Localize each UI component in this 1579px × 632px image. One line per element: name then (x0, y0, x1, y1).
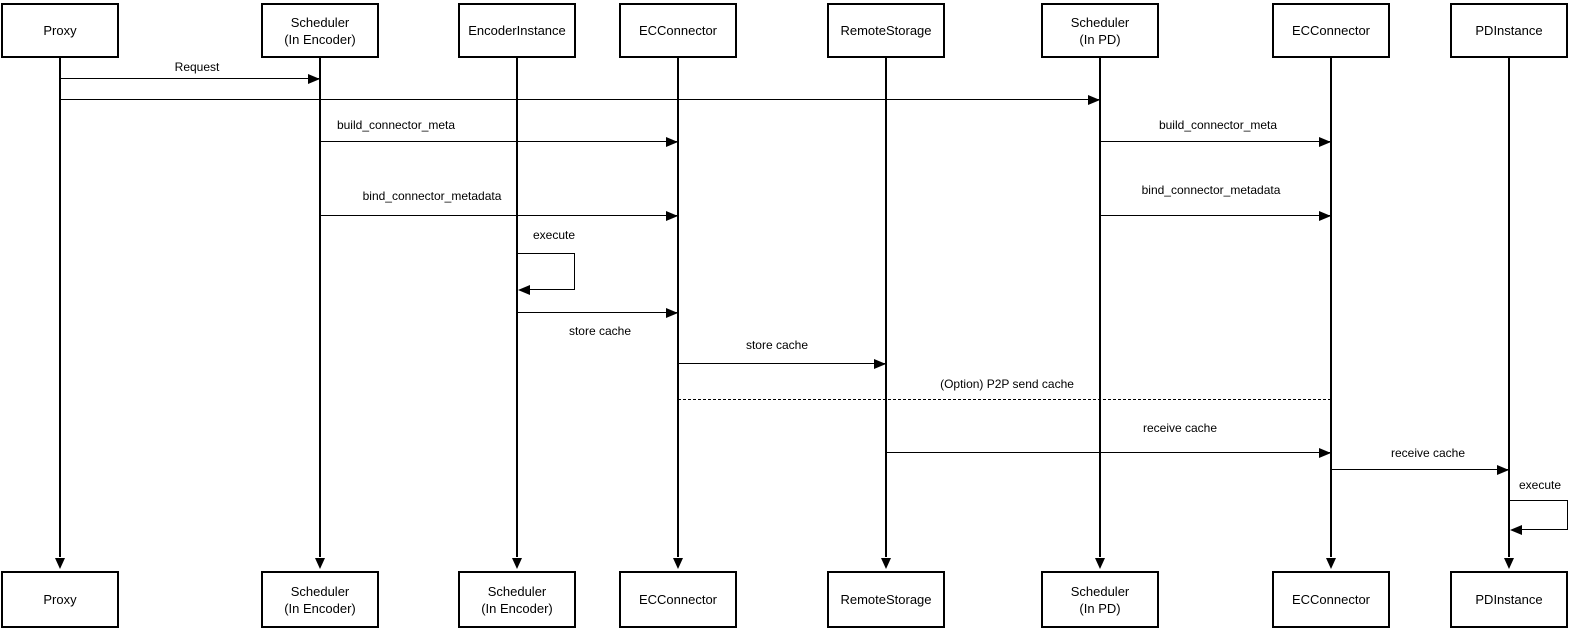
lifeline-scheduler-in-encoder (319, 58, 321, 557)
actor-label-line: (In Encoder) (481, 600, 553, 616)
message-label: bind_connector_metadata (1139, 183, 1283, 197)
actor-top-box-proxy: Proxy (1, 3, 119, 58)
actor-bottom-box-pd-instance: PDInstance (1450, 571, 1568, 628)
actor-label-line: Scheduler (290, 583, 350, 599)
self-message-bottom-line (527, 289, 575, 291)
actor-label-line: (In PD) (1079, 600, 1121, 616)
actor-bottom-box-remote-storage: RemoteStorage (827, 571, 945, 628)
message-label: bind_connector_metadata (360, 189, 504, 203)
actor-label-line: Scheduler (290, 14, 350, 30)
lifeline-scheduler-in-pd (1099, 58, 1101, 557)
self-message-right-line (1566, 500, 1568, 530)
self-message-arrowhead (1510, 524, 1522, 535)
actor-label-line: ECConnector (1291, 23, 1371, 38)
actor-top-box-ec-connector-encoder: ECConnector (619, 3, 737, 58)
lifeline-end-arrow-scheduler-in-encoder (314, 558, 325, 569)
self-message-top-line (517, 253, 575, 255)
actor-top-box-scheduler-in-pd: Scheduler(In PD) (1041, 3, 1159, 58)
actor-bottom-box-proxy: Proxy (1, 571, 119, 628)
lifeline-end-arrow-scheduler-in-pd (1094, 558, 1105, 569)
actor-top-box-scheduler-in-encoder: Scheduler(In Encoder) (261, 3, 379, 58)
message-line (886, 452, 1331, 454)
message-label: build_connector_meta (334, 118, 458, 132)
lifeline-end-arrow-pd-instance (1503, 558, 1514, 569)
actor-label-line: (In Encoder) (284, 31, 356, 47)
lifeline-encoder-instance (516, 58, 518, 557)
actor-top-box-remote-storage: RemoteStorage (827, 3, 945, 58)
lifeline-proxy (59, 58, 61, 557)
message-line (1100, 141, 1331, 143)
actor-label-line: EncoderInstance (468, 23, 566, 38)
lifeline-pd-instance (1508, 58, 1510, 557)
message-arrowhead (666, 307, 678, 318)
message-line (60, 99, 1100, 101)
actor-label-line: ECConnector (638, 23, 718, 38)
message-label: build_connector_meta (1156, 118, 1280, 132)
message-label: receive cache (1140, 421, 1220, 435)
actor-label-line: PDInstance (1475, 23, 1543, 38)
message-line (678, 399, 1331, 401)
lifeline-end-arrow-proxy (54, 558, 65, 569)
self-message-bottom-line (1519, 529, 1568, 531)
message-line (1100, 215, 1331, 217)
message-line (60, 78, 320, 80)
lifeline-end-arrow-encoder-instance (511, 558, 522, 569)
lifeline-remote-storage (885, 58, 887, 557)
actor-label-line: Proxy (43, 592, 77, 607)
message-label: receive cache (1388, 446, 1468, 460)
message-line (320, 215, 678, 217)
actor-top-box-encoder-instance: EncoderInstance (458, 3, 576, 58)
actor-bottom-box-ec-connector-pd: ECConnector (1272, 571, 1390, 628)
message-line (678, 363, 886, 365)
actor-label-line: Scheduler (1070, 14, 1130, 30)
message-arrowhead (308, 73, 320, 84)
actor-label-line: ECConnector (1291, 592, 1371, 607)
actor-bottom-box-encoder-instance: Scheduler(In Encoder) (458, 571, 576, 628)
message-line (1331, 469, 1509, 471)
message-arrowhead (874, 358, 886, 369)
actor-label-line: Scheduler (487, 583, 547, 599)
self-message-top-line (1509, 500, 1568, 502)
message-arrowhead (666, 210, 678, 221)
lifeline-end-arrow-remote-storage (880, 558, 891, 569)
self-message-arrowhead (518, 284, 530, 295)
actor-label-line: RemoteStorage (840, 592, 932, 607)
message-label: Request (172, 60, 222, 74)
actor-top-box-pd-instance: PDInstance (1450, 3, 1568, 58)
actor-label-line: PDInstance (1475, 592, 1543, 607)
message-label: (Option) P2P send cache (938, 377, 1076, 391)
message-label: store cache (566, 324, 634, 338)
actor-label-line: (In Encoder) (284, 600, 356, 616)
actor-bottom-box-ec-connector-encoder: ECConnector (619, 571, 737, 628)
message-label: execute (1516, 478, 1564, 492)
message-arrowhead (1497, 464, 1509, 475)
message-line (517, 312, 678, 314)
self-message-right-line (573, 253, 575, 290)
actor-bottom-box-scheduler-in-pd: Scheduler(In PD) (1041, 571, 1159, 628)
message-arrowhead (1319, 210, 1331, 221)
message-arrowhead (1088, 94, 1100, 105)
actor-top-box-ec-connector-pd: ECConnector (1272, 3, 1390, 58)
message-label: execute (530, 228, 578, 242)
lifeline-ec-connector-pd (1330, 58, 1332, 557)
actor-label-line: Scheduler (1070, 583, 1130, 599)
message-arrowhead (666, 136, 678, 147)
message-arrowhead (1319, 136, 1331, 147)
message-line (320, 141, 678, 143)
actor-label-line: (In PD) (1079, 31, 1121, 47)
actor-label-line: ECConnector (638, 592, 718, 607)
lifeline-end-arrow-ec-connector-encoder (672, 558, 683, 569)
lifeline-end-arrow-ec-connector-pd (1325, 558, 1336, 569)
actor-label-line: Proxy (43, 23, 77, 38)
lifeline-ec-connector-encoder (677, 58, 679, 557)
message-arrowhead (1319, 447, 1331, 458)
message-label: store cache (743, 338, 811, 352)
actor-label-line: RemoteStorage (840, 23, 932, 38)
actor-bottom-box-scheduler-in-encoder: Scheduler(In Encoder) (261, 571, 379, 628)
